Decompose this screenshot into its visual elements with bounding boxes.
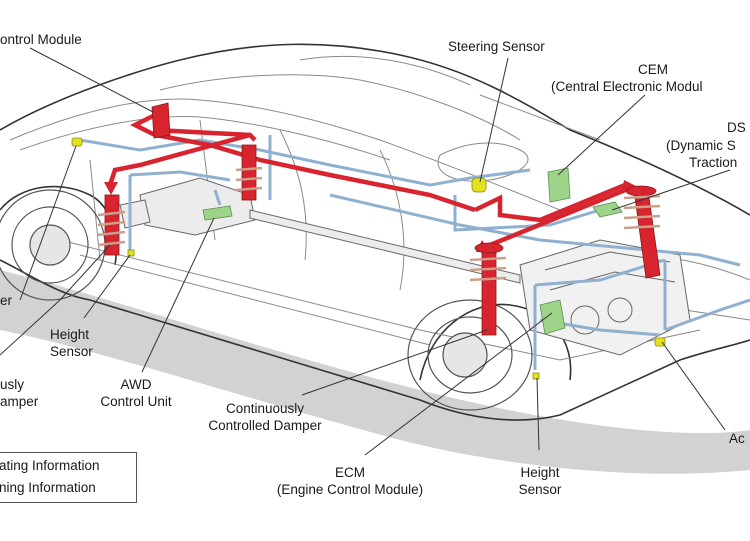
label-front-height-sensor-2: Sensor [518,482,562,497]
front-height-sensor [532,372,540,380]
label-suspension-control-module: ontrol Module [0,32,82,47]
label-cem-subtitle: (Central Electronic Modul [551,79,703,94]
yellow-sensors [71,137,666,380]
steering-sensor [471,177,487,193]
label-rear-height-sensor-2: Sensor [50,344,93,359]
rear-damper-right [235,144,263,201]
rear-damper-left [97,194,126,256]
label-ecm-subtitle: (Engine Control Module) [276,482,424,497]
label-front-damper-2: Controlled Damper [208,418,322,433]
label-steering-sensor: Steering Sensor [448,39,545,54]
green-modules [202,167,623,335]
operating-info-lines [107,112,626,248]
legend-box: ating Information ning Information [0,452,137,503]
label-rear-damper-2: amper [0,394,39,409]
label-dstc-title: DS [727,120,746,135]
label-dstc-subtitle-2: Traction [689,155,738,170]
label-awd-title: AWD [120,377,152,392]
label-cem-title: CEM [638,62,668,77]
rear-height-sensor [127,249,135,257]
rear-accel-sensor [71,137,83,147]
leader-lines [0,47,731,456]
legend-item-operating-information: ating Information [0,458,100,473]
label-rear-damper-1: usly [0,377,25,392]
front-damper-right [623,185,661,279]
suspension-control-module [151,102,171,139]
ground-shadow [0,270,750,474]
front-accel-sensor [654,337,666,347]
label-front-damper-1: Continuously [225,401,305,416]
legend-item-learning-information: ning Information [0,480,96,495]
label-rear-height-sensor-1: Height [50,327,90,342]
label-rear-accelerometer: er [0,293,13,308]
dstc-module [592,201,623,218]
awd-control-unit [202,205,233,221]
front-damper-left [469,242,507,336]
label-awd-subtitle: Control Unit [100,394,172,409]
label-ecm-title: ECM [335,465,365,480]
rear-wheel [0,189,106,301]
learning-info-lines [79,135,750,370]
ecm-module [539,299,566,335]
label-front-height-sensor-1: Height [520,465,560,480]
front-wheel [407,299,533,411]
cem-module [547,167,571,203]
drive-shaft [119,177,521,284]
label-front-accelerometer: Ac [729,431,745,446]
label-dstc-subtitle-1: (Dynamic S [666,138,736,153]
